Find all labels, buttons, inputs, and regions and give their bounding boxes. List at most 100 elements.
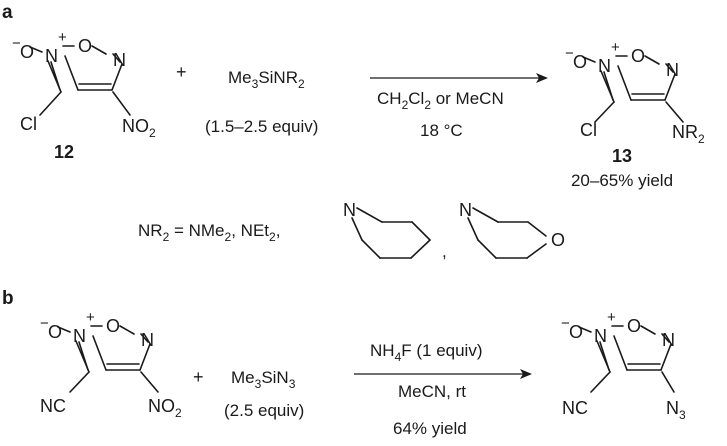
ring-nitrogen: N [113, 50, 126, 70]
azido-substituent: N3 [666, 398, 686, 422]
chloro-substituent: Cl [20, 114, 37, 134]
bond [590, 371, 611, 393]
ring-oxygen: O [627, 316, 641, 336]
plus-sign-a: + [176, 62, 187, 82]
bond [617, 65, 632, 101]
conditions-a-solvent: CH2Cl2 or MeCN [377, 89, 504, 112]
bond [596, 340, 611, 373]
cyano-substituent: NC [562, 398, 588, 418]
piperidine-structure: N [343, 200, 431, 259]
morpholine-structure: N O [459, 200, 565, 259]
bond [665, 101, 684, 123]
bond [356, 207, 383, 223]
exo-oxygen: O [20, 42, 34, 62]
structure-separator: , [442, 242, 447, 261]
bond [665, 63, 674, 73]
bond [64, 55, 79, 91]
bond [92, 335, 107, 371]
bond [477, 239, 497, 259]
bond [47, 60, 62, 93]
reagent-a: Me3SiNR2 [228, 68, 305, 91]
ring-nitrogen: N [666, 60, 679, 80]
minus-charge: − [561, 315, 570, 332]
plus-sign-b: + [193, 367, 204, 387]
bond [644, 55, 660, 65]
bond [119, 325, 135, 335]
compound-13-structure: − O + N O N Cl NR2 13 20–65% yield [565, 39, 705, 190]
compound-number-13: 13 [612, 146, 632, 166]
bond [661, 333, 670, 343]
bond [661, 371, 675, 393]
arrowhead-b [520, 369, 532, 379]
bond [140, 333, 149, 343]
morpholine-nitrogen: N [459, 200, 472, 220]
ring-oxygen: O [78, 36, 92, 56]
bond [139, 343, 151, 371]
minus-charge: − [565, 45, 574, 62]
nitro-substituent: NO2 [148, 396, 182, 420]
ring-oxygen: O [631, 46, 645, 66]
bond [578, 326, 592, 333]
bond [526, 243, 547, 259]
bond [582, 56, 596, 63]
product-b-structure: − O + N O N NC N3 [561, 309, 686, 422]
reagent-b-equiv: (2.5 equiv) [224, 401, 304, 420]
ring-nitrogen: N [141, 330, 154, 350]
reactant-b-structure: − O + N O N NC NO2 [40, 309, 182, 420]
plus-charge: + [86, 309, 95, 326]
ring-oxygen: O [106, 316, 120, 336]
bond [411, 221, 431, 241]
nitro-substituent: NO2 [122, 116, 156, 140]
compound-number-12: 12 [54, 142, 74, 162]
bond [39, 91, 62, 116]
bond [640, 325, 656, 335]
bond [410, 239, 431, 259]
yield-a: 20–65% yield [571, 171, 673, 190]
bond [527, 221, 547, 237]
bond [91, 45, 107, 55]
piperidine-nitrogen: N [343, 200, 356, 220]
exo-oxygen: O [48, 322, 62, 342]
amino-substituent: NR2 [672, 122, 705, 146]
conditions-b-reagent: NH4F (1 equiv) [370, 341, 483, 364]
bond [361, 239, 381, 259]
bond [467, 217, 479, 241]
nr2-definition: NR2 = NMe2, NEt2, [138, 221, 280, 244]
conditions-a-temperature: 18 °C [420, 121, 463, 140]
bond [75, 340, 90, 373]
plus-charge: + [607, 309, 616, 326]
bond [112, 53, 121, 63]
chloro-substituent: Cl [580, 120, 597, 140]
minus-charge: − [12, 35, 21, 52]
bond [29, 46, 43, 53]
bond [664, 73, 676, 101]
bond [69, 371, 90, 393]
ring-nitrogen: N [662, 330, 675, 350]
morpholine-oxygen: O [551, 230, 565, 250]
panel-a-label: a [2, 2, 13, 23]
bond [57, 326, 71, 333]
n-oxide-atom: N [45, 46, 58, 66]
panel-b-label: b [2, 288, 14, 309]
conditions-b-solvent: MeCN, rt [398, 382, 466, 401]
plus-charge: + [611, 39, 620, 56]
n-oxide-atom: N [594, 326, 607, 346]
minus-charge: − [40, 315, 49, 332]
bond [472, 207, 499, 223]
n-oxide-atom: N [73, 326, 86, 346]
bond [613, 335, 628, 371]
exo-oxygen: O [573, 52, 587, 72]
bond [112, 91, 131, 116]
bond [594, 101, 615, 123]
bond [140, 371, 159, 393]
bond [660, 343, 672, 371]
bond [111, 63, 123, 91]
reagent-b: Me3SiN3 [231, 368, 296, 391]
compound-12-structure: − O + N O N Cl NO2 12 [12, 29, 156, 162]
plus-charge: + [58, 29, 67, 46]
arrowhead-a [536, 73, 548, 83]
conditions-b-yield: 64% yield [393, 419, 467, 438]
n-oxide-atom: N [598, 56, 611, 76]
